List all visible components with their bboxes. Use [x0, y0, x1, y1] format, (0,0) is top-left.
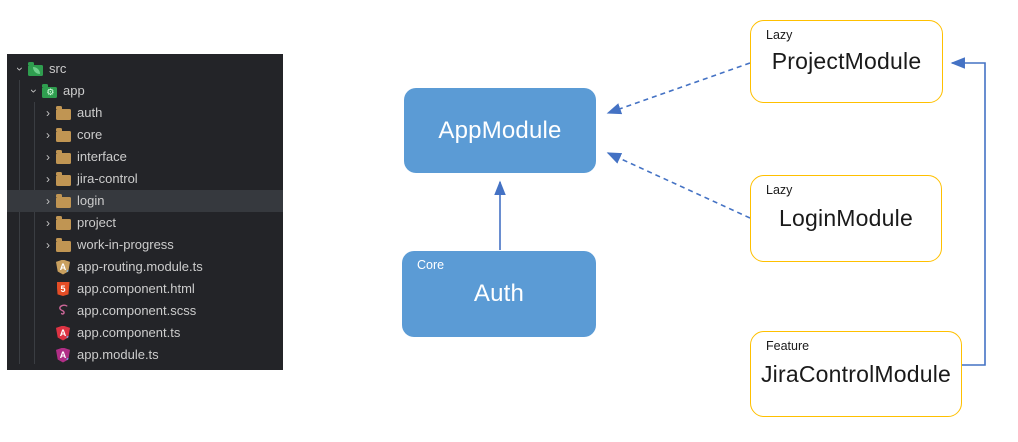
tree-item-label: app.component.scss	[77, 303, 197, 318]
diagram-node-jira-control-module: Feature JiraControlModule	[750, 331, 962, 417]
tree-item-login[interactable]: › login	[7, 190, 283, 212]
diagram-node-login-module: Lazy LoginModule	[750, 175, 942, 262]
tree-item-label: work-in-progress	[77, 237, 174, 252]
folder-icon	[55, 237, 71, 253]
folder-icon	[55, 127, 71, 143]
chevron-down-icon[interactable]: ›	[13, 67, 27, 71]
tree-item-label: src	[49, 61, 67, 76]
chevron-right-icon[interactable]: ›	[46, 216, 50, 230]
diagram-node-auth: Core Auth	[402, 251, 596, 337]
tree-item-work-in-progress[interactable]: › work-in-progress	[7, 234, 283, 256]
node-tag: Feature	[766, 339, 810, 353]
node-label: LoginModule	[779, 205, 913, 231]
tree-item-jira-control[interactable]: › jira-control	[7, 168, 283, 190]
indent-guide	[19, 80, 20, 364]
node-tag: Lazy	[766, 28, 793, 42]
tree-item-label: app	[63, 83, 85, 98]
sass-icon	[55, 303, 71, 319]
chevron-right-icon[interactable]: ›	[46, 238, 50, 252]
tree-item-core[interactable]: › core	[7, 124, 283, 146]
tree-item-label: app-routing.module.ts	[77, 259, 203, 274]
tree-item-label: app.component.ts	[77, 325, 181, 340]
src-folder-open-icon	[27, 61, 43, 77]
tree-item-project[interactable]: › project	[7, 212, 283, 234]
node-tag: Core	[417, 258, 445, 272]
chevron-down-icon[interactable]: ›	[27, 89, 41, 93]
tree-item-label: core	[77, 127, 103, 142]
tree-item-app-component-html[interactable]: 5 app.component.html	[7, 278, 283, 300]
tree-item-auth[interactable]: › auth	[7, 102, 283, 124]
tree-item-label: project	[77, 215, 117, 230]
node-tag: Lazy	[766, 183, 793, 197]
node-label: AppModule	[438, 116, 562, 144]
indent-guide	[34, 102, 35, 364]
tree-item-label: app.module.ts	[77, 347, 159, 362]
tree-item-label: interface	[77, 149, 127, 164]
diagram-node-app-module: AppModule	[404, 88, 596, 173]
file-tree: › src › ⚙ app › auth › core › interface …	[7, 58, 283, 366]
chevron-right-icon[interactable]: ›	[46, 128, 50, 142]
folder-icon	[55, 171, 71, 187]
chevron-right-icon[interactable]: ›	[46, 106, 50, 120]
tree-item-app-component-scss[interactable]: app.component.scss	[7, 300, 283, 322]
folder-icon	[55, 149, 71, 165]
tree-item-src[interactable]: › src	[7, 58, 283, 80]
edge-loginmodule-to-appmodule	[606, 152, 751, 219]
edge-projectmodule-to-appmodule	[606, 62, 751, 115]
diagram-node-project-module: Lazy ProjectModule	[750, 20, 943, 103]
tree-item-label: auth	[77, 105, 103, 120]
folder-icon	[55, 105, 71, 121]
edge-jiracontrolmodule-to-projectmodule	[950, 57, 986, 366]
folder-icon	[55, 193, 71, 209]
chevron-right-icon[interactable]: ›	[46, 194, 50, 208]
file-explorer-panel: › src › ⚙ app › auth › core › interface …	[7, 54, 283, 370]
app-folder-open-icon: ⚙	[41, 83, 57, 99]
node-label: Auth	[473, 280, 525, 307]
tree-item-app[interactable]: › ⚙ app	[7, 80, 283, 102]
html5-icon: 5	[55, 281, 71, 297]
tree-item-interface[interactable]: › interface	[7, 146, 283, 168]
tree-item-label: jira-control	[77, 171, 138, 186]
chevron-right-icon[interactable]: ›	[46, 150, 50, 164]
chevron-right-icon[interactable]: ›	[46, 172, 50, 186]
tree-item-label: app.component.html	[77, 281, 195, 296]
node-label: JiraControlModule	[760, 360, 952, 387]
node-label: ProjectModule	[771, 48, 922, 74]
tree-item-label: login	[77, 193, 105, 208]
folder-icon	[55, 215, 71, 231]
